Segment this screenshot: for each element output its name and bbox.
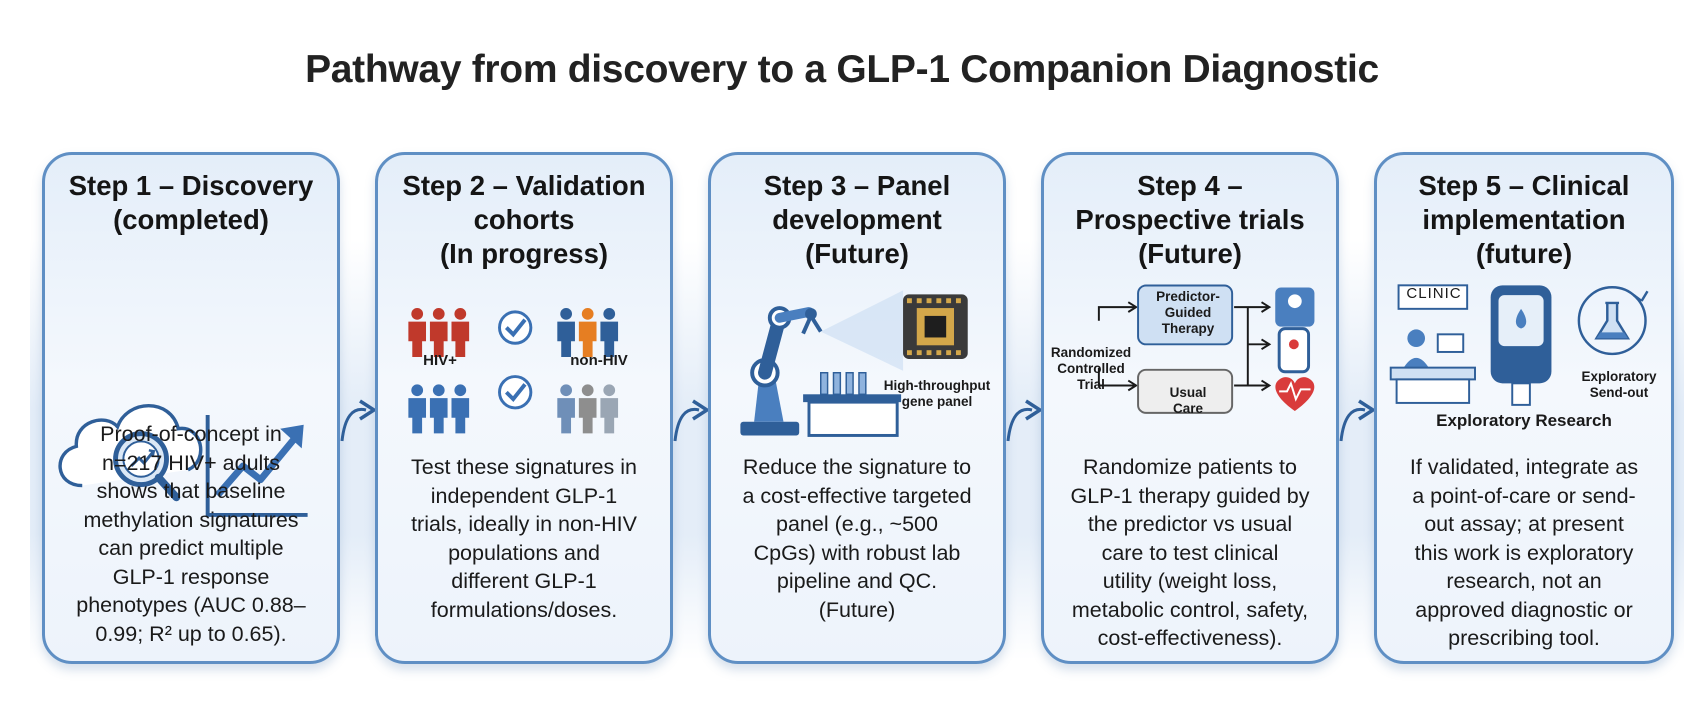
- step-3-heading: Step 3 – Panel development (Future): [711, 169, 1003, 271]
- step-3-panel: Step 3 – Panel development (Future): [708, 152, 1006, 664]
- step-4-description: Randomize patients to GLP-1 therapy guid…: [1054, 453, 1326, 653]
- usual-care-label: Usual Care: [1140, 385, 1236, 417]
- scale-icon: [1275, 287, 1314, 326]
- predictor-guided-label: Predictor- Guided Therapy: [1140, 289, 1236, 337]
- step-1-heading: Step 1 – Discovery (completed): [45, 169, 337, 237]
- non-hiv-label: non-HIV: [554, 353, 644, 369]
- step-3-description: Reduce the signature to a cost-effective…: [721, 453, 993, 624]
- clinic-icon: [1391, 285, 1475, 403]
- step-2-description: Test these signatures in independent GLP…: [388, 453, 660, 624]
- randomized-trial-label: Randomized Controlled Trial: [1050, 345, 1132, 393]
- step-4-panel: Step 4 – Prospective trials (Future) Ran…: [1041, 152, 1339, 664]
- step-3-illustration: [711, 275, 1003, 445]
- clinic-sign: CLINIC: [1399, 286, 1469, 302]
- step-4-heading: Step 4 – Prospective trials (Future): [1044, 169, 1336, 271]
- flask-icon: [1579, 287, 1648, 354]
- glucose-meter-icon: [1491, 285, 1552, 405]
- exploratory-sendout-label: Exploratory Send-out: [1575, 369, 1663, 401]
- step-1-description: Proof-of-concept in n=217 HIV+ adults sh…: [55, 420, 327, 648]
- step-5-description: If validated, integrate as a point-of-ca…: [1387, 453, 1661, 653]
- page-title: Pathway from discovery to a GLP-1 Compan…: [0, 48, 1684, 92]
- checkmark-icon: [500, 312, 531, 408]
- gene-panel-label: High-throughput gene panel: [871, 378, 1003, 410]
- hiv-positive-label: HIV+: [400, 353, 480, 369]
- exploratory-research-caption: Exploratory Research: [1377, 413, 1671, 429]
- glucose-meter-icon: [1279, 329, 1308, 372]
- step-2-panel: Step 2 – Validation cohorts (In progress…: [375, 152, 673, 664]
- chip-icon: [821, 290, 968, 370]
- step-1-panel: Step 1 – Discovery (completed) Proof-of-…: [42, 152, 340, 664]
- step-2-heading: Step 2 – Validation cohorts (In progress…: [378, 169, 670, 271]
- heart-icon: [1275, 377, 1314, 411]
- step-5-heading: Step 5 – Clinical implementation (future…: [1377, 169, 1671, 271]
- step-5-panel: Step 5 – Clinical implementation (future…: [1374, 152, 1674, 664]
